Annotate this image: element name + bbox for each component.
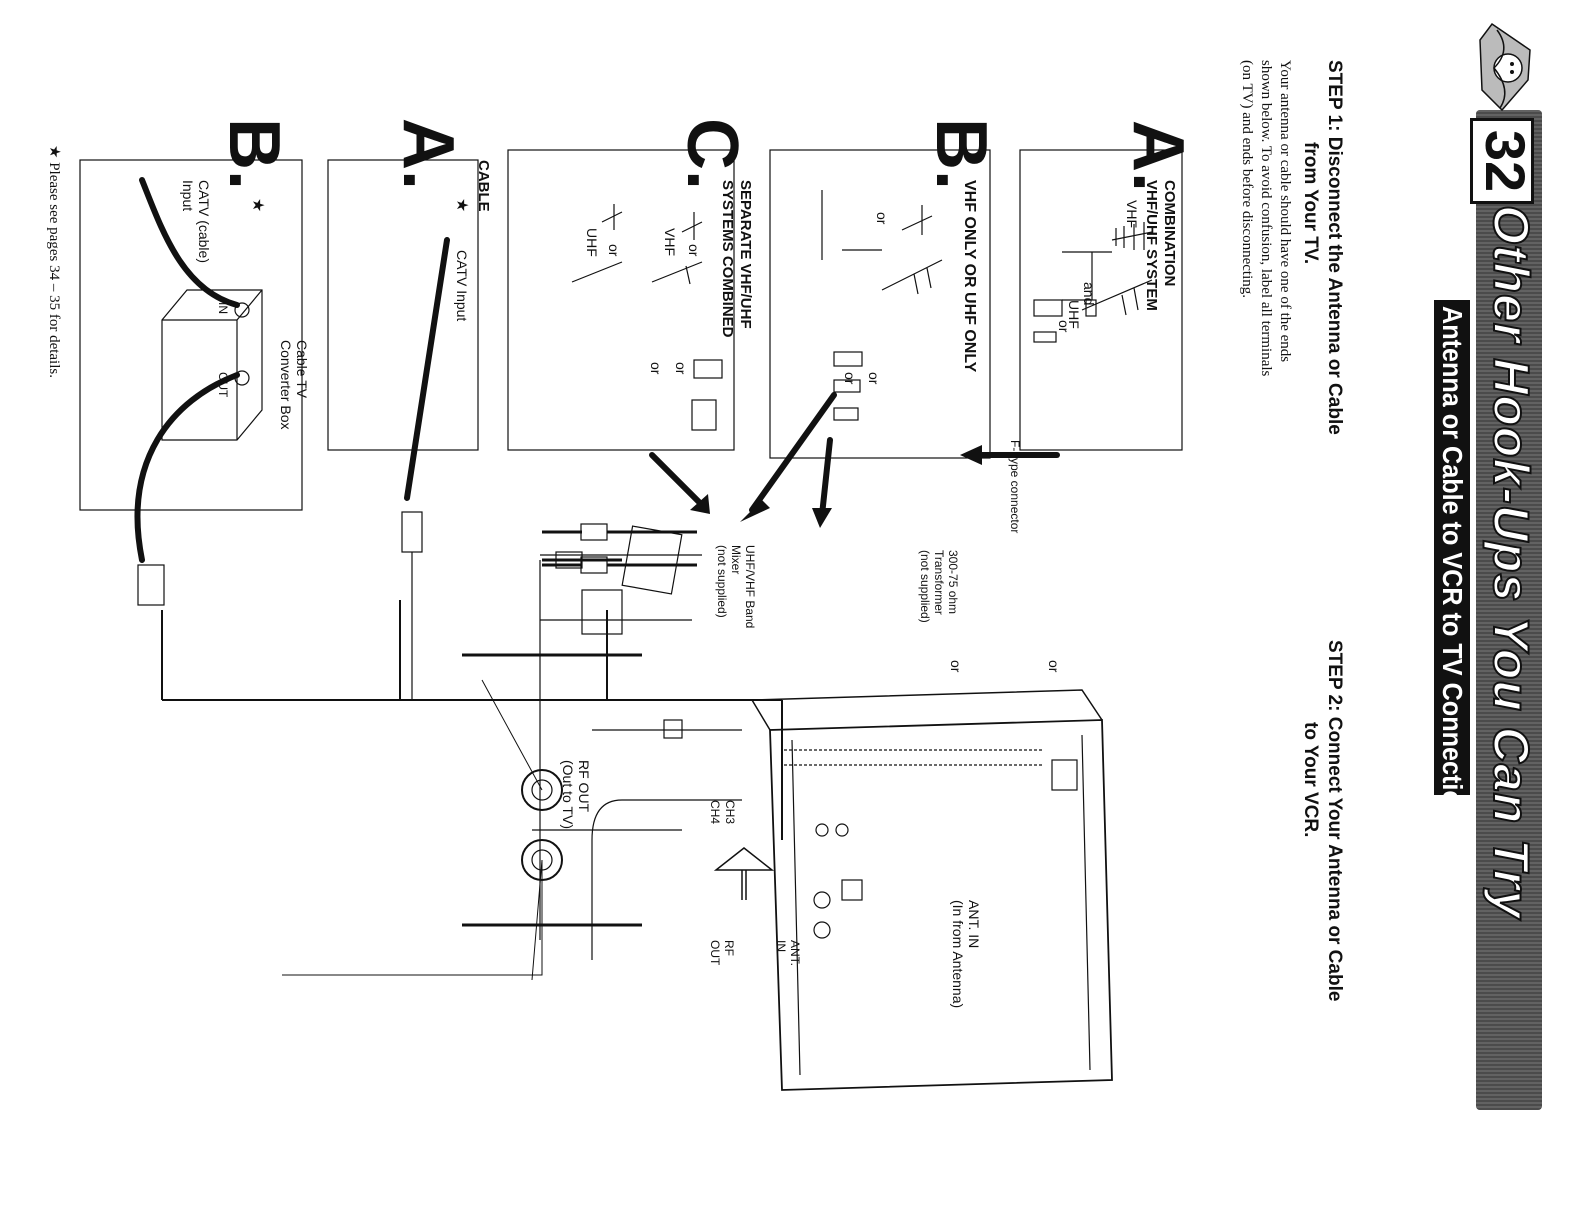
section-c-or-uhf: or [606,244,622,257]
section-c-title-line1: SEPARATE VHF/UHF [737,180,754,329]
ant-in-line2: (In from Antenna) [950,900,966,1009]
mascot-logo-art [1479,22,1531,112]
section-b-arrow-2 [819,437,833,518]
transformer-label: 300-75 ohm Transformer (not supplied) [918,550,960,623]
ftype-label: F- type connector [1008,440,1022,534]
section-b-arrow-1b [749,392,837,513]
converter-box [161,289,263,441]
transformer-line2: Transformer [932,550,946,615]
cable-b-out-wire [134,372,240,563]
cable-title: CABLE [475,160,492,212]
section-a-box [1019,149,1183,451]
jack-ant-line2: IN [774,940,788,952]
converter-box-line1: Cable TV [294,340,310,399]
cable-a-catv-label: CATV Input [454,250,470,322]
mixer-line2: Mixer [729,545,743,575]
cable-a-star: ★ [453,198,470,213]
section-a-title-line1: COMBINATION [1161,180,1178,287]
or-label-b: or [948,660,964,673]
section-c-or-1: or [673,362,689,375]
section-c-arrow [649,452,705,508]
section-c-box [507,149,735,451]
section-c-antenna [571,204,723,431]
section-c-vhf: VHF [662,228,678,256]
rf-out-label: RF OUT (Out to TV) [560,760,592,829]
cable-b-catv-line1: CATV (cable) [196,180,212,263]
ch3-label: CH3 [723,800,737,825]
section-c-arrow-a [432,452,722,535]
mixer-line1: UHF/VHF Band [743,545,757,629]
cable-b-plug [137,564,165,606]
cable-b-box [79,159,303,511]
section-c-title: SEPARATE VHF/UHF SYSTEMS COMBINED [718,180,754,338]
section-b-box [769,149,991,459]
section-b-or-3: or [842,372,858,385]
ch4-label: CH4 [708,800,722,825]
section-b-right-connectors [539,523,702,940]
rf-out-line1: RF OUT [576,760,592,813]
converter-box-line2: Converter Box [278,340,294,430]
section-c-title-line2: SYSTEMS COMBINED [719,180,736,338]
section-a-antenna [1062,222,1153,316]
zoom-arrow [713,847,775,900]
section-a-connectors [1033,299,1097,343]
mixer-line3: (not supplied) [715,545,729,618]
jack-rf-line2: OUT [708,940,722,966]
converter-box-label: Cable TV Converter Box [278,340,310,429]
section-c-arrowhead [690,494,710,514]
transformer-line1: 300-75 ohm [946,550,960,615]
section-a-title-line2: VHF/UHF SYSTEM [1143,180,1160,311]
jack-detail-panel [282,653,742,981]
section-c-or-2: or [648,362,664,375]
section-a-or: or [1056,320,1072,333]
band-mixer [542,525,683,595]
section-b-antenna [821,190,943,421]
cable-a-letter: A. [388,118,468,190]
cable-a-box [327,159,479,451]
section-b-title: VHF ONLY OR UHF ONLY [961,180,978,373]
section-b-arrowhead-2 [812,508,832,528]
cable-a-plug [401,511,423,553]
jack-rf-label: RF OUT [708,940,736,965]
section-c-uhf: UHF [584,228,600,257]
cable-b-star: ★ [249,198,266,213]
section-b-or-1: or [874,212,890,225]
section-b-arrowhead-1 [740,500,770,522]
cable-b-catv-line2: Input [180,180,196,212]
section-a-vhf: VHF [1124,200,1140,228]
converter-out-label: OUT [216,372,230,398]
ant-in-line1: ANT. IN [966,900,982,949]
cable-b-letter: B. [214,118,294,190]
section-c-or-vhf: or [686,244,702,257]
ant-in-label: ANT. IN (In from Antenna) [950,900,982,1008]
transformer-line3: (not supplied) [918,550,932,623]
jack-rf-line1: RF [722,940,736,956]
converter-in-label: IN [216,302,230,314]
rf-out-line2: (Out to TV) [560,760,576,829]
section-b-or-2: or [866,372,882,385]
cable-b-catv-label: CATV (cable) Input [180,180,212,263]
section-a-title: COMBINATION VHF/UHF SYSTEM [1142,180,1178,311]
footnote: ★ Please see pages 34 – 35 for details. [46,145,62,378]
jack-ant-line1: ANT. [788,940,802,967]
section-a-arrowhead [960,445,982,465]
jack-ant-label: ANT. IN [774,940,802,966]
section-a-and: and [1081,282,1097,306]
mascot-logo [1476,20,1542,116]
cable-b-in-wire [139,177,240,308]
or-label-a: or [1046,660,1062,673]
mixer-label: UHF/VHF Band Mixer (not supplied) [715,545,757,628]
vcr-rear-panel [750,689,1113,1091]
cable-a-line [404,237,450,501]
